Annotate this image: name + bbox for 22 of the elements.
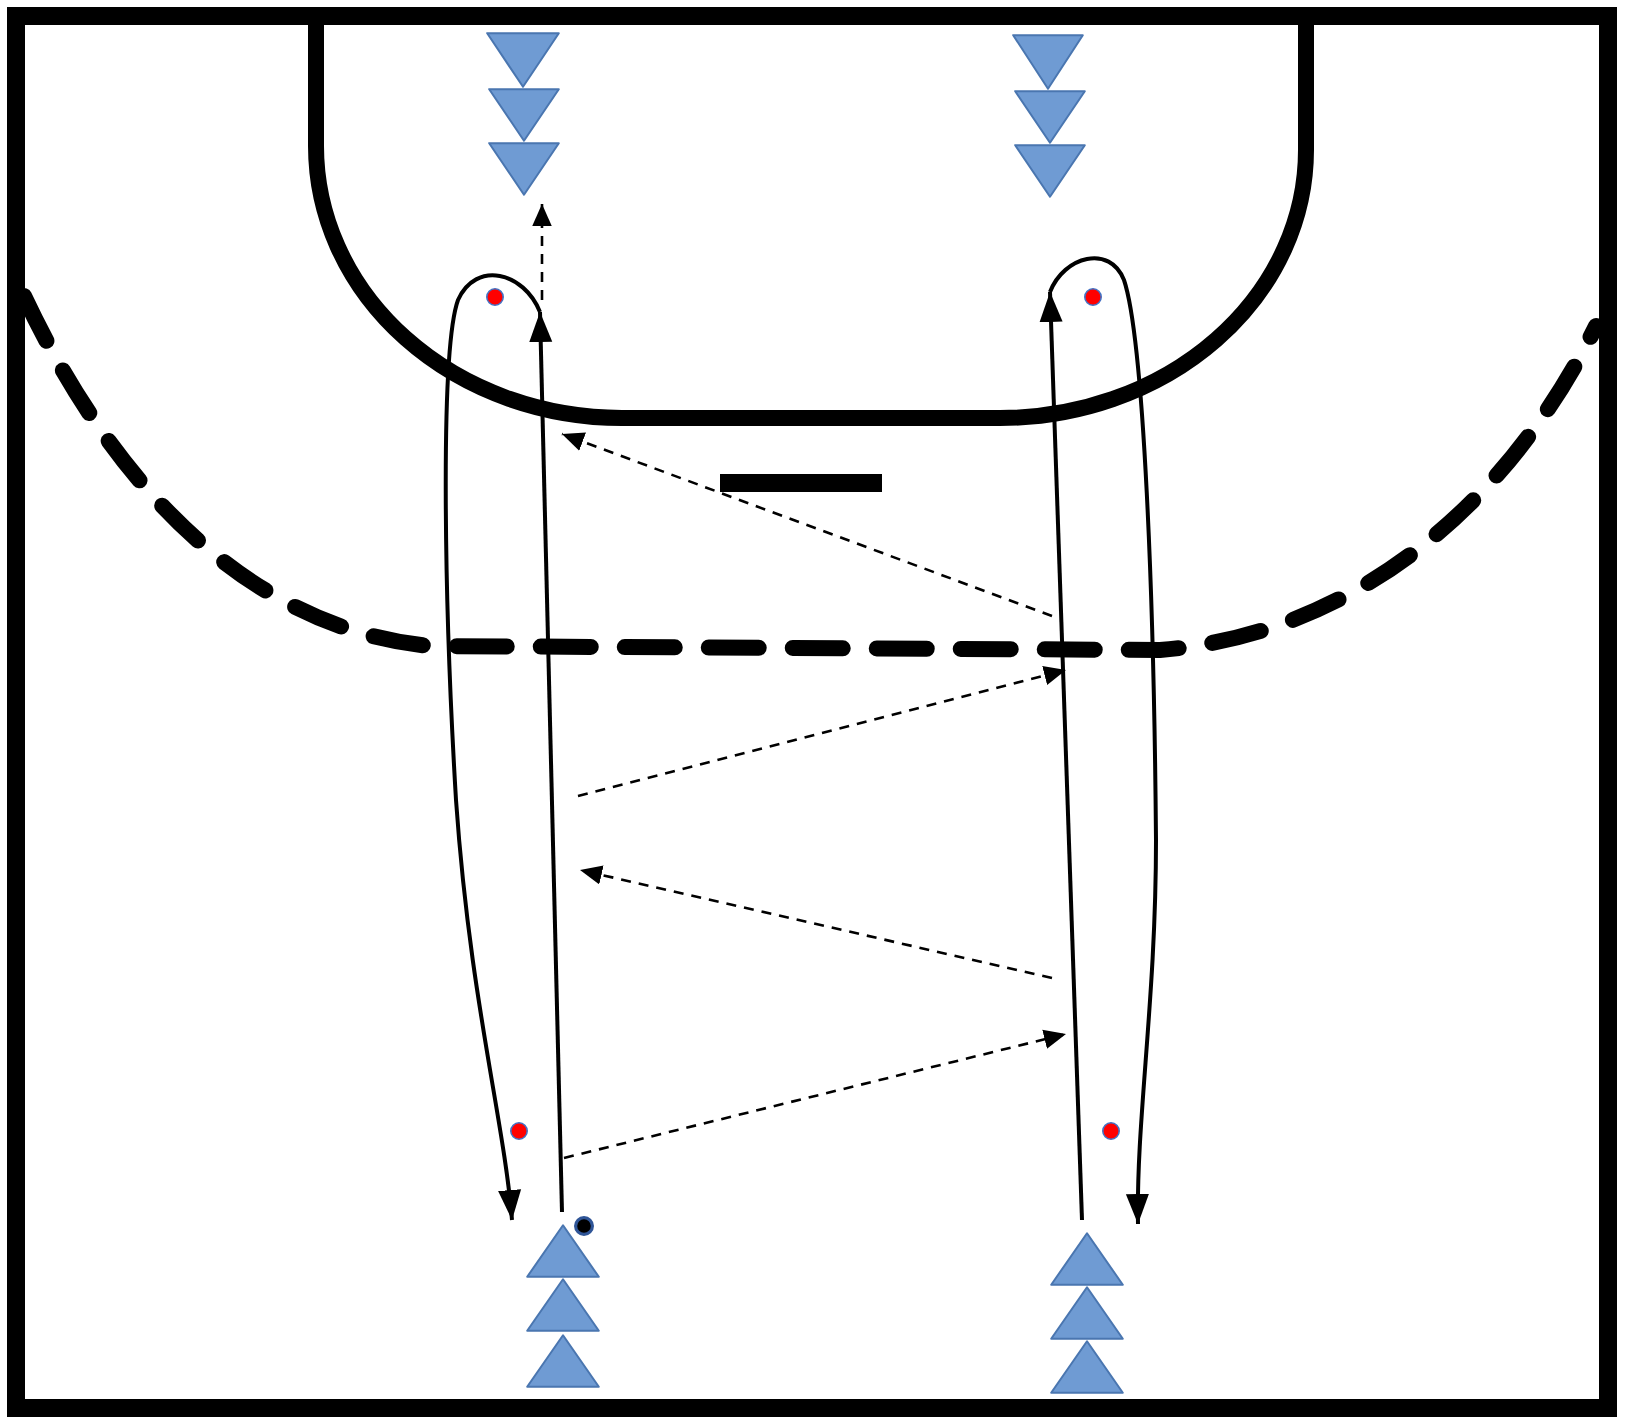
dot-icon: [1101, 1121, 1119, 1139]
triangle-icon: [1050, 1286, 1124, 1340]
triangle-icon: [488, 88, 560, 142]
triangle-icon: [486, 32, 560, 88]
triangle-icon: [526, 1278, 600, 1332]
dot-icon: [1083, 287, 1101, 305]
pass-arrow: [532, 204, 552, 300]
run-arrow: [1039, 291, 1084, 1221]
run-arrow: [1048, 256, 1158, 1224]
triangle-icon: [488, 142, 560, 196]
run-arrow: [443, 273, 542, 1221]
triangle-icon: [1014, 90, 1086, 144]
triangle-icon: [526, 1334, 600, 1388]
dot-icon: [509, 1121, 527, 1139]
triangle-icon: [1012, 34, 1084, 90]
triangle-icon: [1050, 1340, 1124, 1394]
triangle-icon: [1050, 1232, 1124, 1286]
run-arrow: [529, 311, 564, 1213]
ball-icon: [574, 1216, 594, 1236]
dot-icon: [485, 287, 503, 305]
triangle-icon: [1014, 144, 1086, 198]
triangle-icon: [526, 1224, 600, 1278]
